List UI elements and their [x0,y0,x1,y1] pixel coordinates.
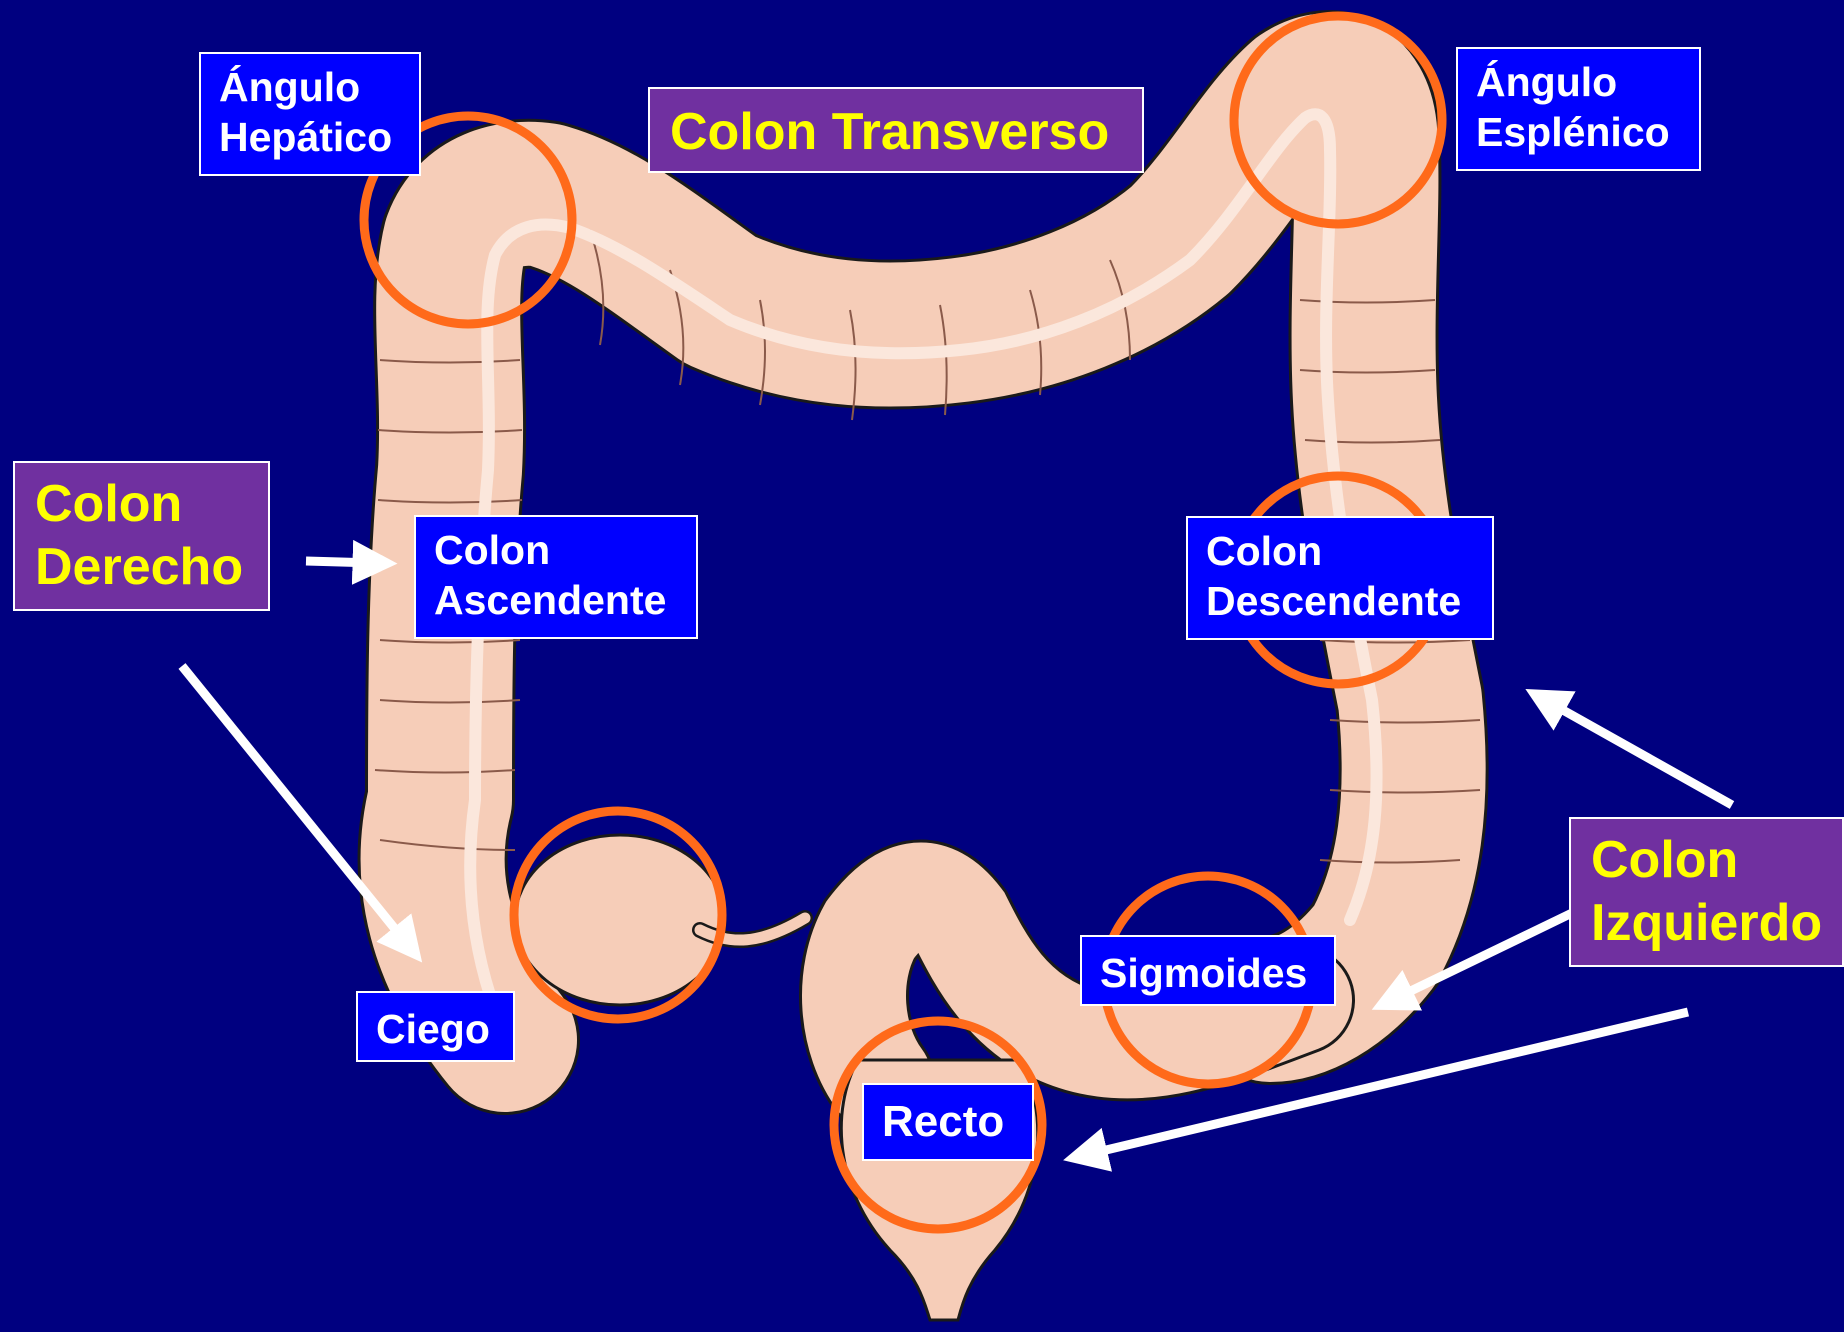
label-colon-izquierdo-line1: Colon [1591,829,1822,892]
label-angulo-hepatico-line1: Ángulo [219,62,401,112]
label-recto-text: Recto [882,1095,1014,1149]
label-colon-ascendente-line2: Ascendente [434,575,678,625]
label-colon-transverso-text: Colon Transverso [670,101,1122,164]
label-recto: Recto [862,1083,1034,1161]
label-angulo-esplenico-line2: Esplénico [1476,107,1681,157]
label-sigmoides: Sigmoides [1080,935,1336,1006]
label-colon-derecho-line2: Derecho [35,536,248,599]
arrow-izquierdo-to-descendente [1545,700,1732,805]
label-colon-ascendente-line1: Colon [434,525,678,575]
label-colon-descendente-line2: Descendente [1206,576,1474,626]
label-colon-ascendente: Colon Ascendente [414,515,698,639]
label-colon-transverso: Colon Transverso [648,87,1144,173]
label-colon-descendente-line1: Colon [1206,526,1474,576]
label-sigmoides-text: Sigmoides [1100,948,1316,998]
label-colon-izquierdo-line2: Izquierdo [1591,892,1822,955]
label-colon-derecho-line1: Colon [35,473,248,536]
cecum [515,835,725,1005]
label-ciego: Ciego [356,991,515,1062]
label-angulo-esplenico: Ángulo Esplénico [1456,47,1701,171]
label-colon-descendente: Colon Descendente [1186,516,1494,640]
label-colon-izquierdo: Colon Izquierdo [1569,817,1844,967]
arrow-derecho-to-ascendente [306,561,375,563]
label-ciego-text: Ciego [376,1004,495,1054]
label-angulo-hepatico: Ángulo Hepático [199,52,421,176]
label-angulo-esplenico-line1: Ángulo [1476,57,1681,107]
label-angulo-hepatico-line2: Hepático [219,112,401,162]
label-colon-derecho: Colon Derecho [13,461,270,611]
